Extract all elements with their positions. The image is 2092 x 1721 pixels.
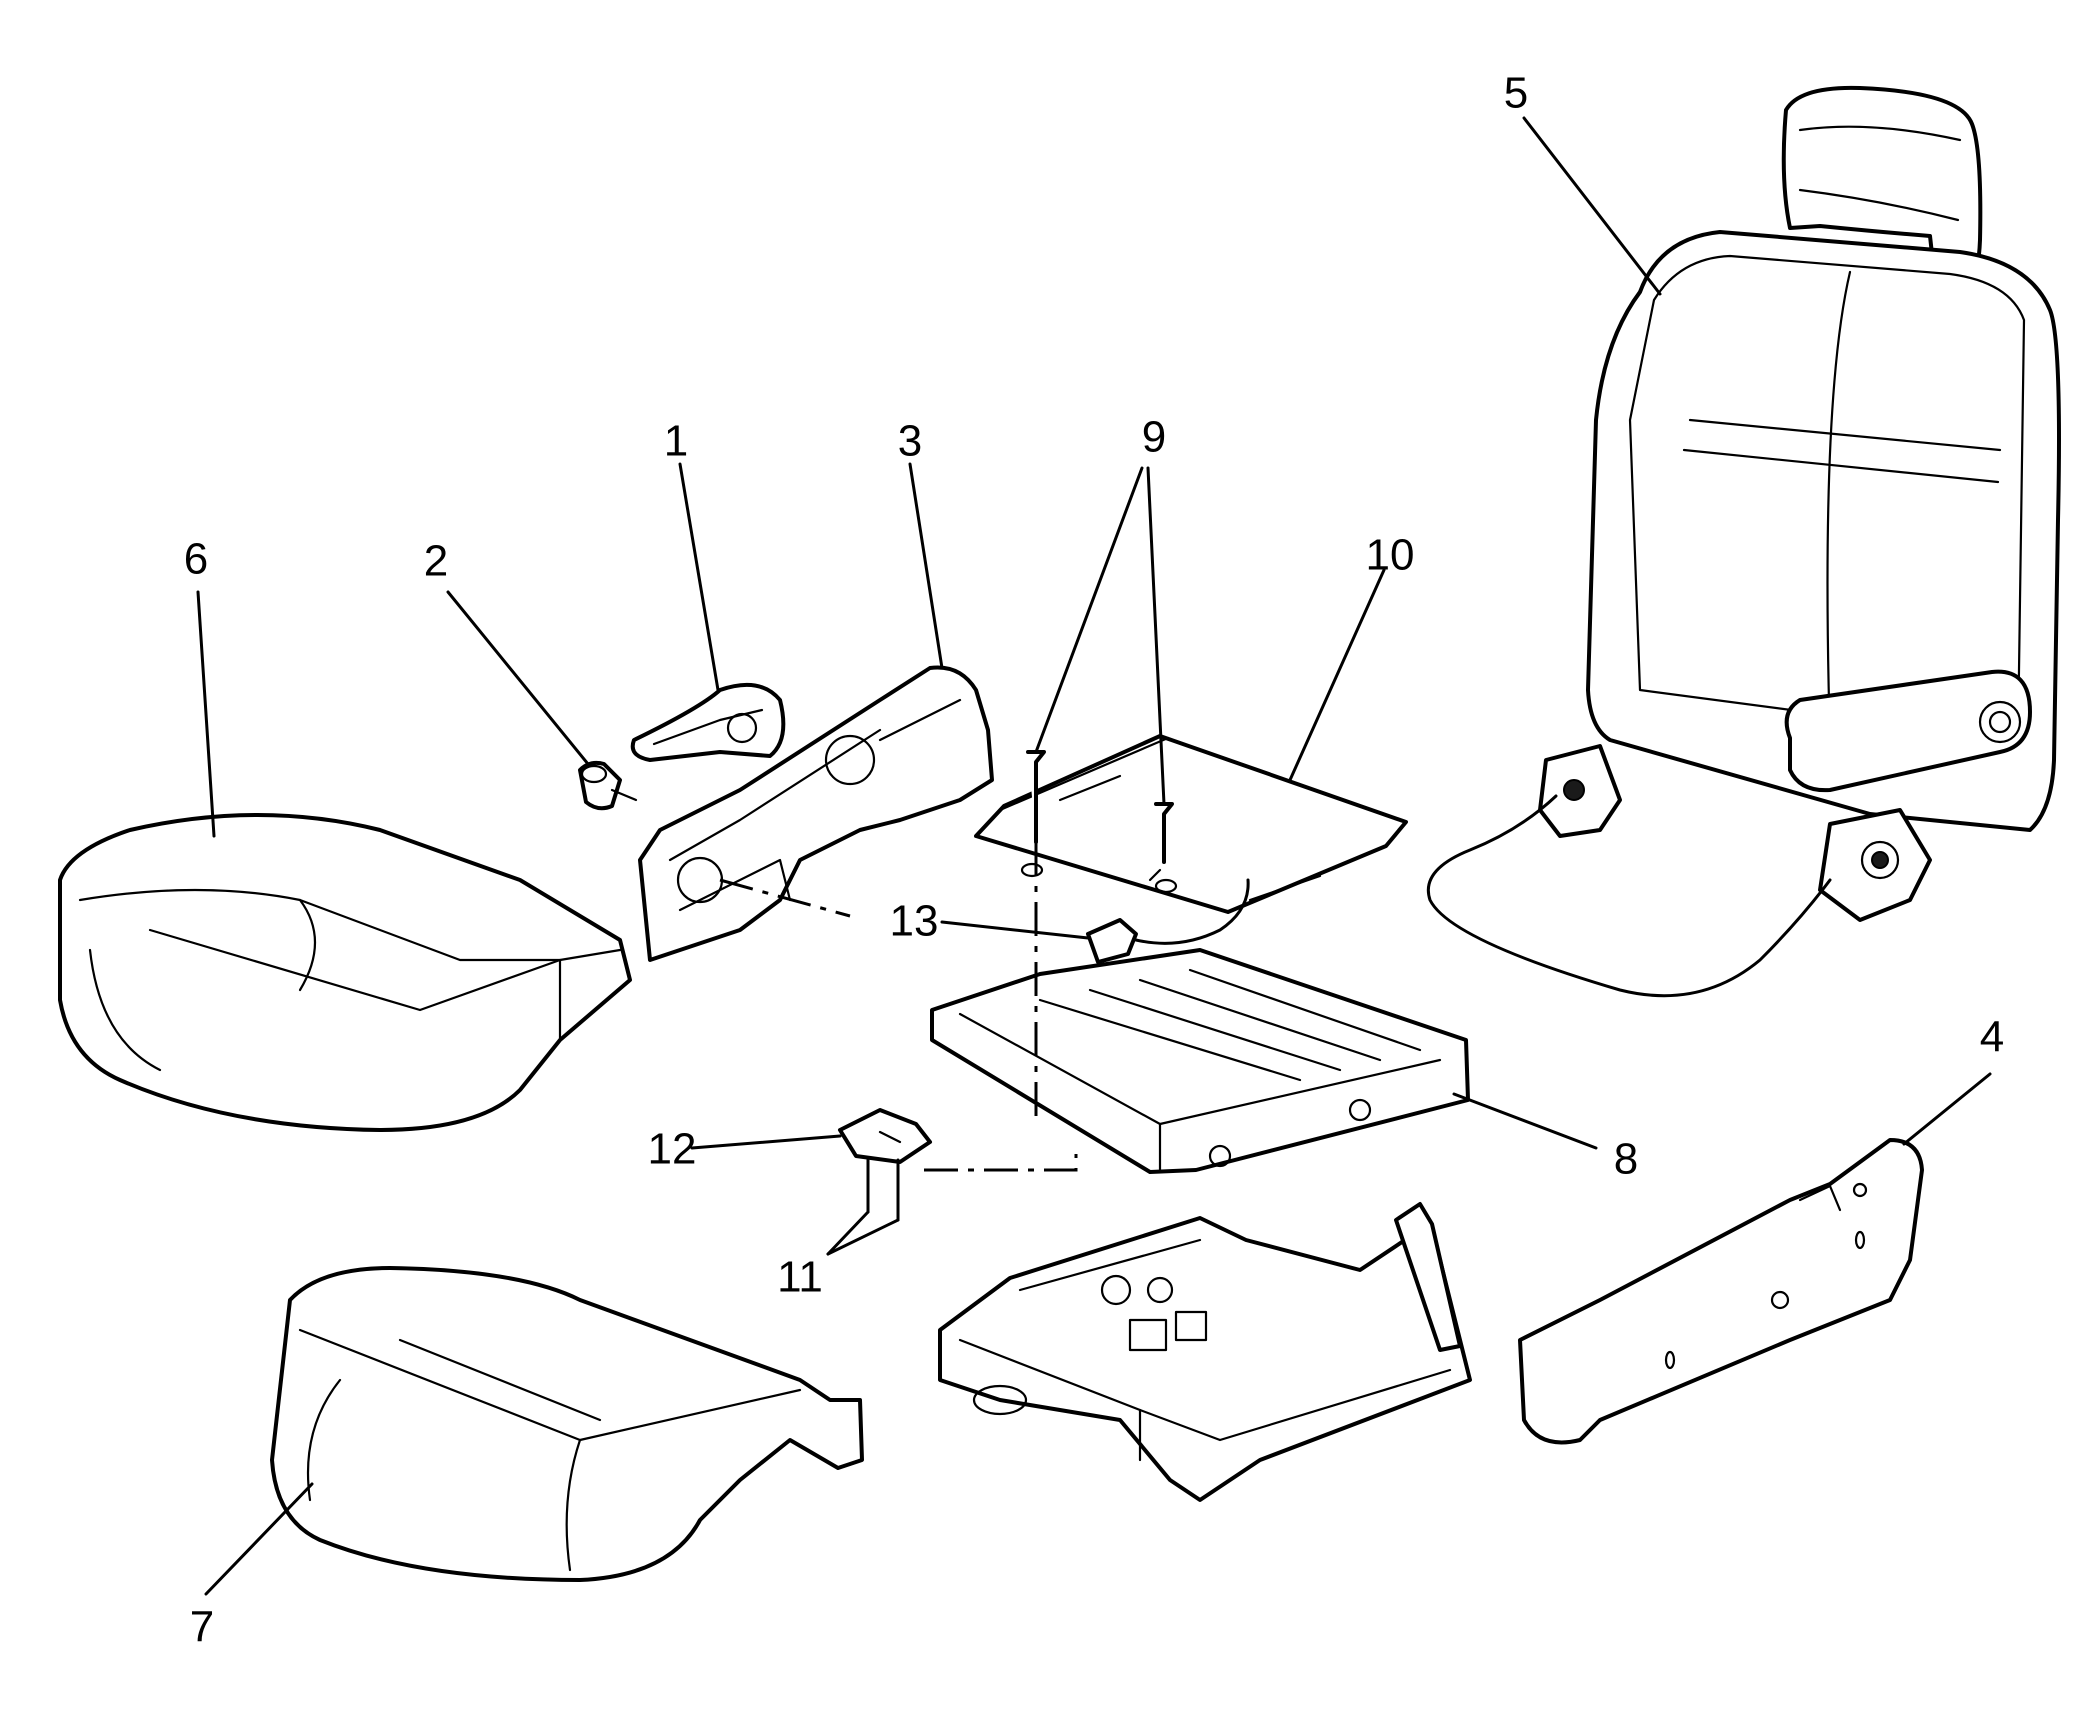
module-fasteners	[866, 1158, 900, 1222]
seat-adjuster-track	[938, 1202, 1472, 1502]
callout-10: 10	[1366, 531, 1415, 580]
cushion-cover-body	[58, 813, 632, 1132]
leader-12	[690, 1134, 842, 1150]
harness-connector	[1086, 878, 1250, 964]
leader-11b	[826, 1218, 900, 1256]
leader-9b	[1146, 466, 1166, 806]
leader-10	[1288, 568, 1386, 782]
callout-9: 9	[1142, 413, 1166, 462]
seat-frame	[930, 948, 1470, 1174]
seat-cushion-pad	[270, 1266, 864, 1582]
connector-body	[1086, 918, 1138, 964]
leader-2	[446, 590, 590, 766]
leader-11a	[826, 1210, 870, 1256]
leader-3	[908, 462, 944, 670]
alignment-line-module	[924, 1154, 1078, 1172]
seatback-assembly	[1427, 85, 2061, 998]
headrest	[1781, 85, 1983, 296]
callout-7: 7	[190, 1603, 214, 1652]
seat-frame-body	[930, 948, 1470, 1174]
alignment-line-shield	[719, 878, 851, 918]
callout-5: 5	[1504, 69, 1528, 118]
seat-pan-panel	[974, 734, 1408, 914]
adjuster-lever	[1394, 1202, 1462, 1352]
adjuster-body	[938, 1216, 1472, 1502]
recliner-handle	[630, 682, 786, 762]
recliner-handle-fastener	[578, 760, 638, 811]
leader-8	[1452, 1092, 1598, 1150]
seat-cushion-cover	[58, 813, 632, 1132]
callout-4: 4	[1980, 1013, 2004, 1062]
callout-3: 3	[898, 417, 922, 466]
callout-12: 12	[648, 1125, 697, 1174]
leader-9a	[1034, 466, 1144, 754]
seat-pan-panel-body	[974, 734, 1408, 914]
callout-1: 1	[664, 417, 688, 466]
leader-7	[204, 1482, 314, 1596]
control-module	[838, 1108, 932, 1164]
callout-13: 13	[890, 897, 939, 946]
callout-6: 6	[184, 535, 208, 584]
handle-body	[630, 682, 786, 762]
fastener-body	[578, 760, 622, 811]
module-body	[838, 1108, 932, 1164]
leader-4	[1902, 1072, 1992, 1146]
cushion-pad-body	[270, 1266, 864, 1582]
inner-side-shield	[1518, 1138, 1924, 1445]
leader-5	[1522, 116, 1662, 296]
leader-6	[196, 590, 216, 838]
leader-1	[678, 462, 720, 692]
armrest	[1784, 669, 2032, 793]
inner-shield-body	[1518, 1138, 1924, 1445]
callout-11: 11	[777, 1253, 823, 1302]
callout-2: 2	[424, 537, 448, 586]
callout-8: 8	[1614, 1135, 1638, 1184]
leader-13	[940, 920, 1090, 940]
